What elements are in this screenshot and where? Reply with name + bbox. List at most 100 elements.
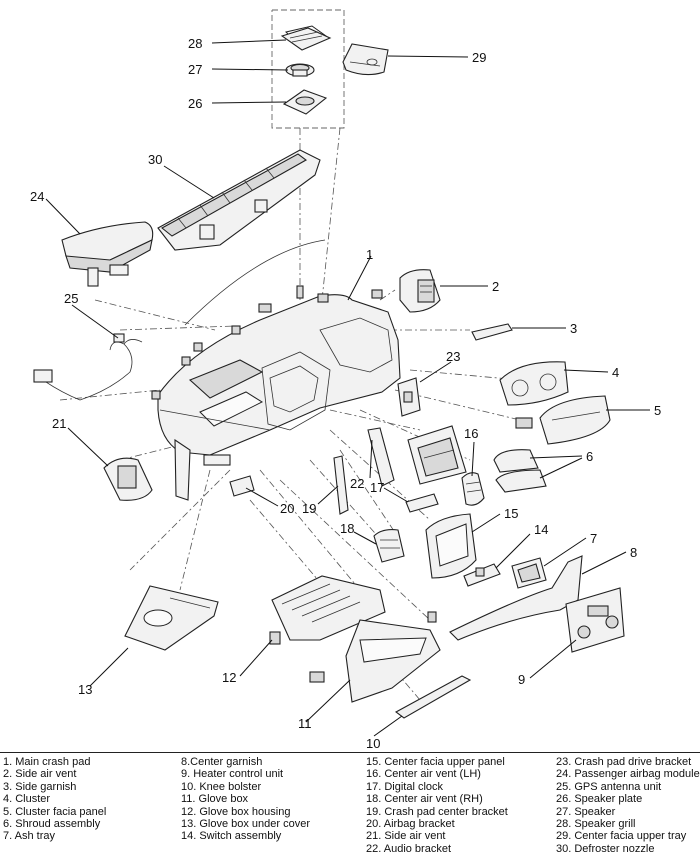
knee-bolster-part xyxy=(394,675,472,719)
glove-box-under-cover-part xyxy=(124,585,219,651)
callout-10: 10 xyxy=(366,736,380,751)
speaker-group-outline xyxy=(271,9,345,301)
passenger-airbag-module-part xyxy=(61,221,154,287)
callout-26: 26 xyxy=(188,96,202,111)
callout-18: 18 xyxy=(340,521,354,536)
callout-14: 14 xyxy=(534,522,548,537)
callout-22: 22 xyxy=(350,476,364,491)
callout-20: 20 xyxy=(280,501,294,516)
callout-24: 24 xyxy=(30,189,44,204)
audio-unit-part xyxy=(407,425,467,485)
crash-pad-center-bracket-part xyxy=(333,455,349,515)
callout-30: 30 xyxy=(148,152,162,167)
digital-clock-part xyxy=(405,493,439,513)
parts-legend: 1. Main crash pad 2. Side air vent 3. Si… xyxy=(0,752,700,856)
legend-item: 17. Digital clock xyxy=(366,780,444,793)
ash-tray-part xyxy=(511,557,547,589)
legend-item: 27. Speaker xyxy=(556,805,616,818)
glove-box-part xyxy=(309,611,441,703)
callout-11: 11 xyxy=(298,716,312,731)
center-garnish-part xyxy=(449,555,583,641)
legend-item: 25. GPS antenna unit xyxy=(556,780,662,793)
center-air-vent-lh-part xyxy=(461,472,485,506)
legend-column-2: 8.Center garnish 9. Heater control unit … xyxy=(181,756,310,843)
callout-16: 16 xyxy=(464,426,478,441)
legend-column-3: 15. Center facia upper panel 16. Center … xyxy=(366,756,508,855)
legend-item: 4. Cluster xyxy=(3,793,51,806)
callout-27: 27 xyxy=(188,62,202,77)
legend-item: 16. Center air vent (LH) xyxy=(366,768,481,781)
callout-23: 23 xyxy=(446,349,460,364)
legend-item: 28. Speaker grill xyxy=(556,818,636,831)
callout-9: 9 xyxy=(518,672,525,687)
legend-item: 3. Side garnish xyxy=(3,780,77,793)
legend-item: 26. Speaker plate xyxy=(556,793,643,806)
center-facia-upper-panel-part xyxy=(425,513,477,579)
legend-item: 19. Crash pad center bracket xyxy=(366,805,508,818)
callout-29: 29 xyxy=(472,50,486,65)
antenna-wire xyxy=(184,239,326,326)
side-air-vent-lh-part xyxy=(103,457,153,501)
legend-item: 14. Switch assembly xyxy=(181,830,282,843)
defroster-nozzle-part xyxy=(157,149,321,251)
legend-item: 24. Passenger airbag module xyxy=(556,768,700,781)
callout-8: 8 xyxy=(630,545,637,560)
callout-7: 7 xyxy=(590,531,597,546)
callout-21: 21 xyxy=(52,416,66,431)
legend-item: 23. Crash pad drive bracket xyxy=(556,756,692,768)
legend-column-1: 1. Main crash pad 2. Side air vent 3. Si… xyxy=(3,756,106,843)
main-crash-pad-part xyxy=(157,294,401,501)
audio-bracket-part xyxy=(367,427,395,487)
speaker-plate-part xyxy=(282,89,328,115)
callout-3: 3 xyxy=(570,321,577,336)
side-air-vent-rh-part xyxy=(399,269,441,313)
callout-5: 5 xyxy=(654,403,661,418)
exploded-parts-diagram: 1 2 3 4 5 6 7 8 9 10 11 12 13 14 15 16 1… xyxy=(30,9,661,751)
heater-control-unit-part xyxy=(565,587,625,653)
callout-1: 1 xyxy=(366,247,373,262)
switch-assembly-part xyxy=(463,563,501,587)
legend-item: 30. Defroster nozzle xyxy=(556,842,655,855)
airbag-bracket-part xyxy=(229,475,255,497)
legend-item: 11. Glove box xyxy=(181,793,249,806)
callout-12: 12 xyxy=(222,670,236,685)
cluster-part xyxy=(499,361,569,406)
gps-antenna-unit-part xyxy=(33,333,143,401)
legend-item: 9. Heater control unit xyxy=(181,768,284,781)
leader-lines xyxy=(45,39,650,737)
callout-4: 4 xyxy=(612,365,619,380)
crash-pad-drive-bracket-part xyxy=(397,377,421,417)
legend-item: 13. Glove box under cover xyxy=(181,818,311,831)
callout-25: 25 xyxy=(64,291,78,306)
callout-17: 17 xyxy=(370,480,384,495)
callout-2: 2 xyxy=(492,279,499,294)
speaker-part xyxy=(285,63,315,77)
callout-19: 19 xyxy=(302,501,316,516)
callout-15: 15 xyxy=(504,506,518,521)
legend-item: 22. Audio bracket xyxy=(366,842,452,855)
speaker-grill-part xyxy=(280,25,332,51)
legend-item: 8.Center garnish xyxy=(181,756,263,768)
center-facia-upper-tray-part xyxy=(342,43,389,76)
legend-column-4: 23. Crash pad drive bracket 24. Passenge… xyxy=(556,756,700,855)
callout-labels: 1 2 3 4 5 6 7 8 9 10 11 12 13 14 15 16 1… xyxy=(30,36,661,751)
side-garnish-part xyxy=(471,323,513,341)
legend-item: 20. Airbag bracket xyxy=(366,818,455,831)
legend-item: 21. Side air vent xyxy=(366,830,446,843)
legend-item: 7. Ash tray xyxy=(3,830,55,843)
callout-6: 6 xyxy=(586,449,593,464)
glove-box-housing-part xyxy=(269,575,386,645)
callout-13: 13 xyxy=(78,682,92,697)
legend-item: 6. Shroud assembly xyxy=(3,818,101,831)
legend-item: 2. Side air vent xyxy=(3,768,77,781)
center-air-vent-rh-part xyxy=(373,529,405,563)
legend-item: 18. Center air vent (RH) xyxy=(366,793,483,806)
legend-item: 15. Center facia upper panel xyxy=(366,756,505,768)
mounting-clips xyxy=(151,285,383,400)
legend-item: 12. Glove box housing xyxy=(181,805,291,818)
legend-item: 29. Center facia upper tray xyxy=(556,830,687,843)
legend-item: 5. Cluster facia panel xyxy=(3,805,107,818)
shroud-assembly-part xyxy=(493,449,547,493)
legend-item: 1. Main crash pad xyxy=(3,756,91,768)
cluster-facia-panel-part xyxy=(515,395,611,445)
